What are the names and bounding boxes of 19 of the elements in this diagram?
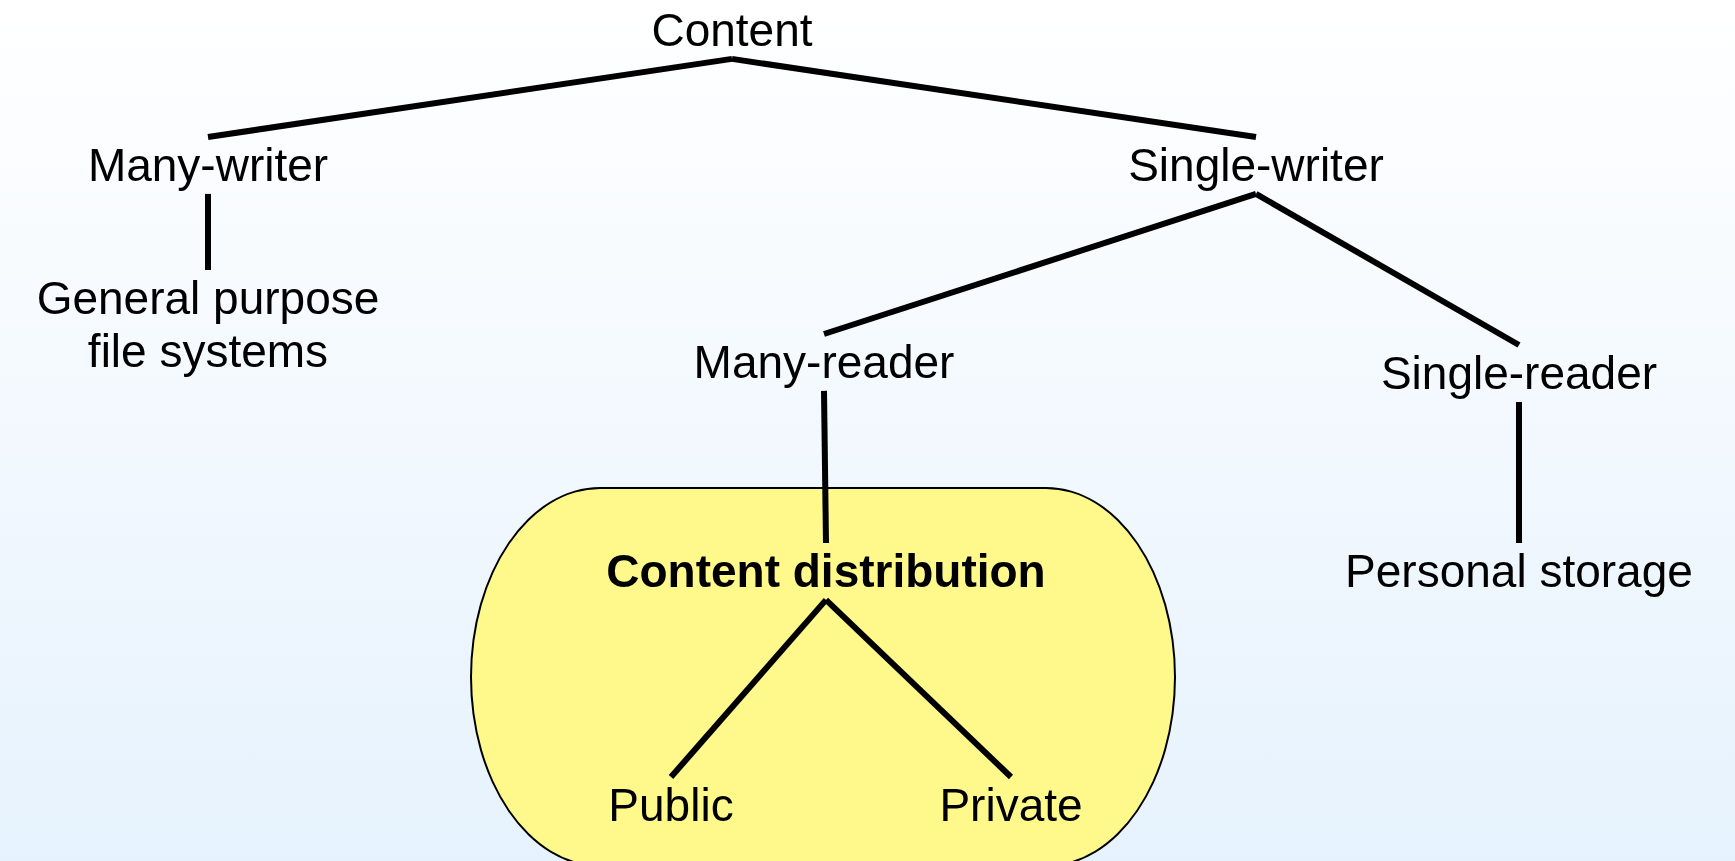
node-label: Many-writer — [87, 139, 329, 192]
node-label: Personal storage — [1345, 545, 1693, 598]
node-label: Single-writer — [1128, 139, 1384, 192]
connector-line — [205, 193, 211, 270]
node-label: Many-reader — [693, 336, 955, 389]
connector-line — [207, 55, 733, 140]
connector-line — [821, 390, 829, 544]
node-label: Single-reader — [1380, 347, 1658, 400]
connector-line — [823, 597, 1014, 780]
connector-line — [823, 191, 1257, 337]
connector-line — [1516, 401, 1522, 543]
node-label: Public — [608, 779, 734, 832]
connector-line — [731, 55, 1257, 140]
node-label: General purpose file systems — [35, 272, 381, 378]
node-label: Content — [651, 4, 813, 57]
node-label: Private — [939, 779, 1083, 832]
connector-line — [668, 597, 829, 779]
group-heading: Content distribution — [606, 545, 1046, 598]
connector-line — [1254, 191, 1521, 348]
